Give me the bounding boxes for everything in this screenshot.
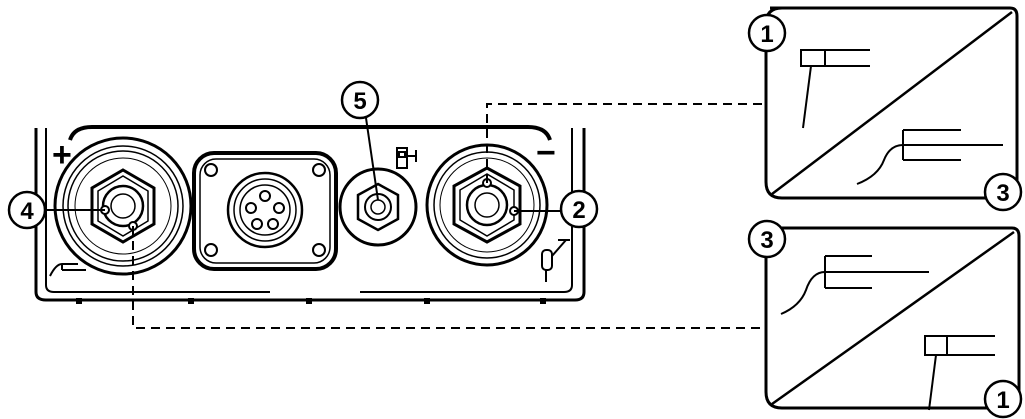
- callout-inset-top-1: 1: [747, 13, 787, 53]
- callout-inset-bottom-1-label: 1: [996, 387, 1009, 414]
- front-panel: + −: [34, 125, 586, 304]
- remote-control-icon: [396, 147, 417, 169]
- panel-foot: [540, 298, 546, 304]
- callout-inset-top-3: 3: [983, 172, 1023, 212]
- welding-torch-icon: [541, 239, 570, 282]
- bottom-inset: [764, 226, 1021, 411]
- dashed-connector-lines: [132, 103, 764, 329]
- panel-inner-edge-left: [45, 128, 270, 293]
- panel-inner-edge-right: [360, 128, 573, 293]
- panel-foot: [306, 298, 312, 304]
- callout-2: 2: [559, 189, 599, 229]
- callout-inset-bottom-1: 1: [983, 379, 1023, 419]
- callout-inset-top-1-label: 1: [760, 21, 773, 48]
- callout-inset-bottom-3-label: 3: [760, 227, 773, 254]
- callout-2-label: 2: [572, 197, 585, 224]
- ground-clamp-icon: [49, 263, 86, 277]
- minus-symbol: −: [536, 134, 556, 172]
- callout-inset-bottom-3: 3: [747, 219, 787, 259]
- leader-lines: [45, 117, 562, 212]
- callout-5-label: 5: [353, 88, 366, 115]
- panel-foot: [188, 298, 194, 304]
- positive-output-socket: [53, 136, 193, 276]
- remote-control-connector: [192, 151, 338, 271]
- panel-foot: [76, 298, 82, 304]
- callout-5: 5: [340, 80, 380, 120]
- negative-output-socket: [425, 143, 549, 267]
- panel-top-bezel: [68, 125, 552, 141]
- panel-foot: [424, 298, 430, 304]
- callout-inset-top-3-label: 3: [996, 180, 1009, 207]
- top-inset: [764, 6, 1019, 200]
- plus-symbol: +: [52, 136, 72, 174]
- gas-connector: [338, 167, 418, 247]
- callout-4-label: 4: [20, 198, 34, 225]
- callout-4: 4: [7, 190, 47, 230]
